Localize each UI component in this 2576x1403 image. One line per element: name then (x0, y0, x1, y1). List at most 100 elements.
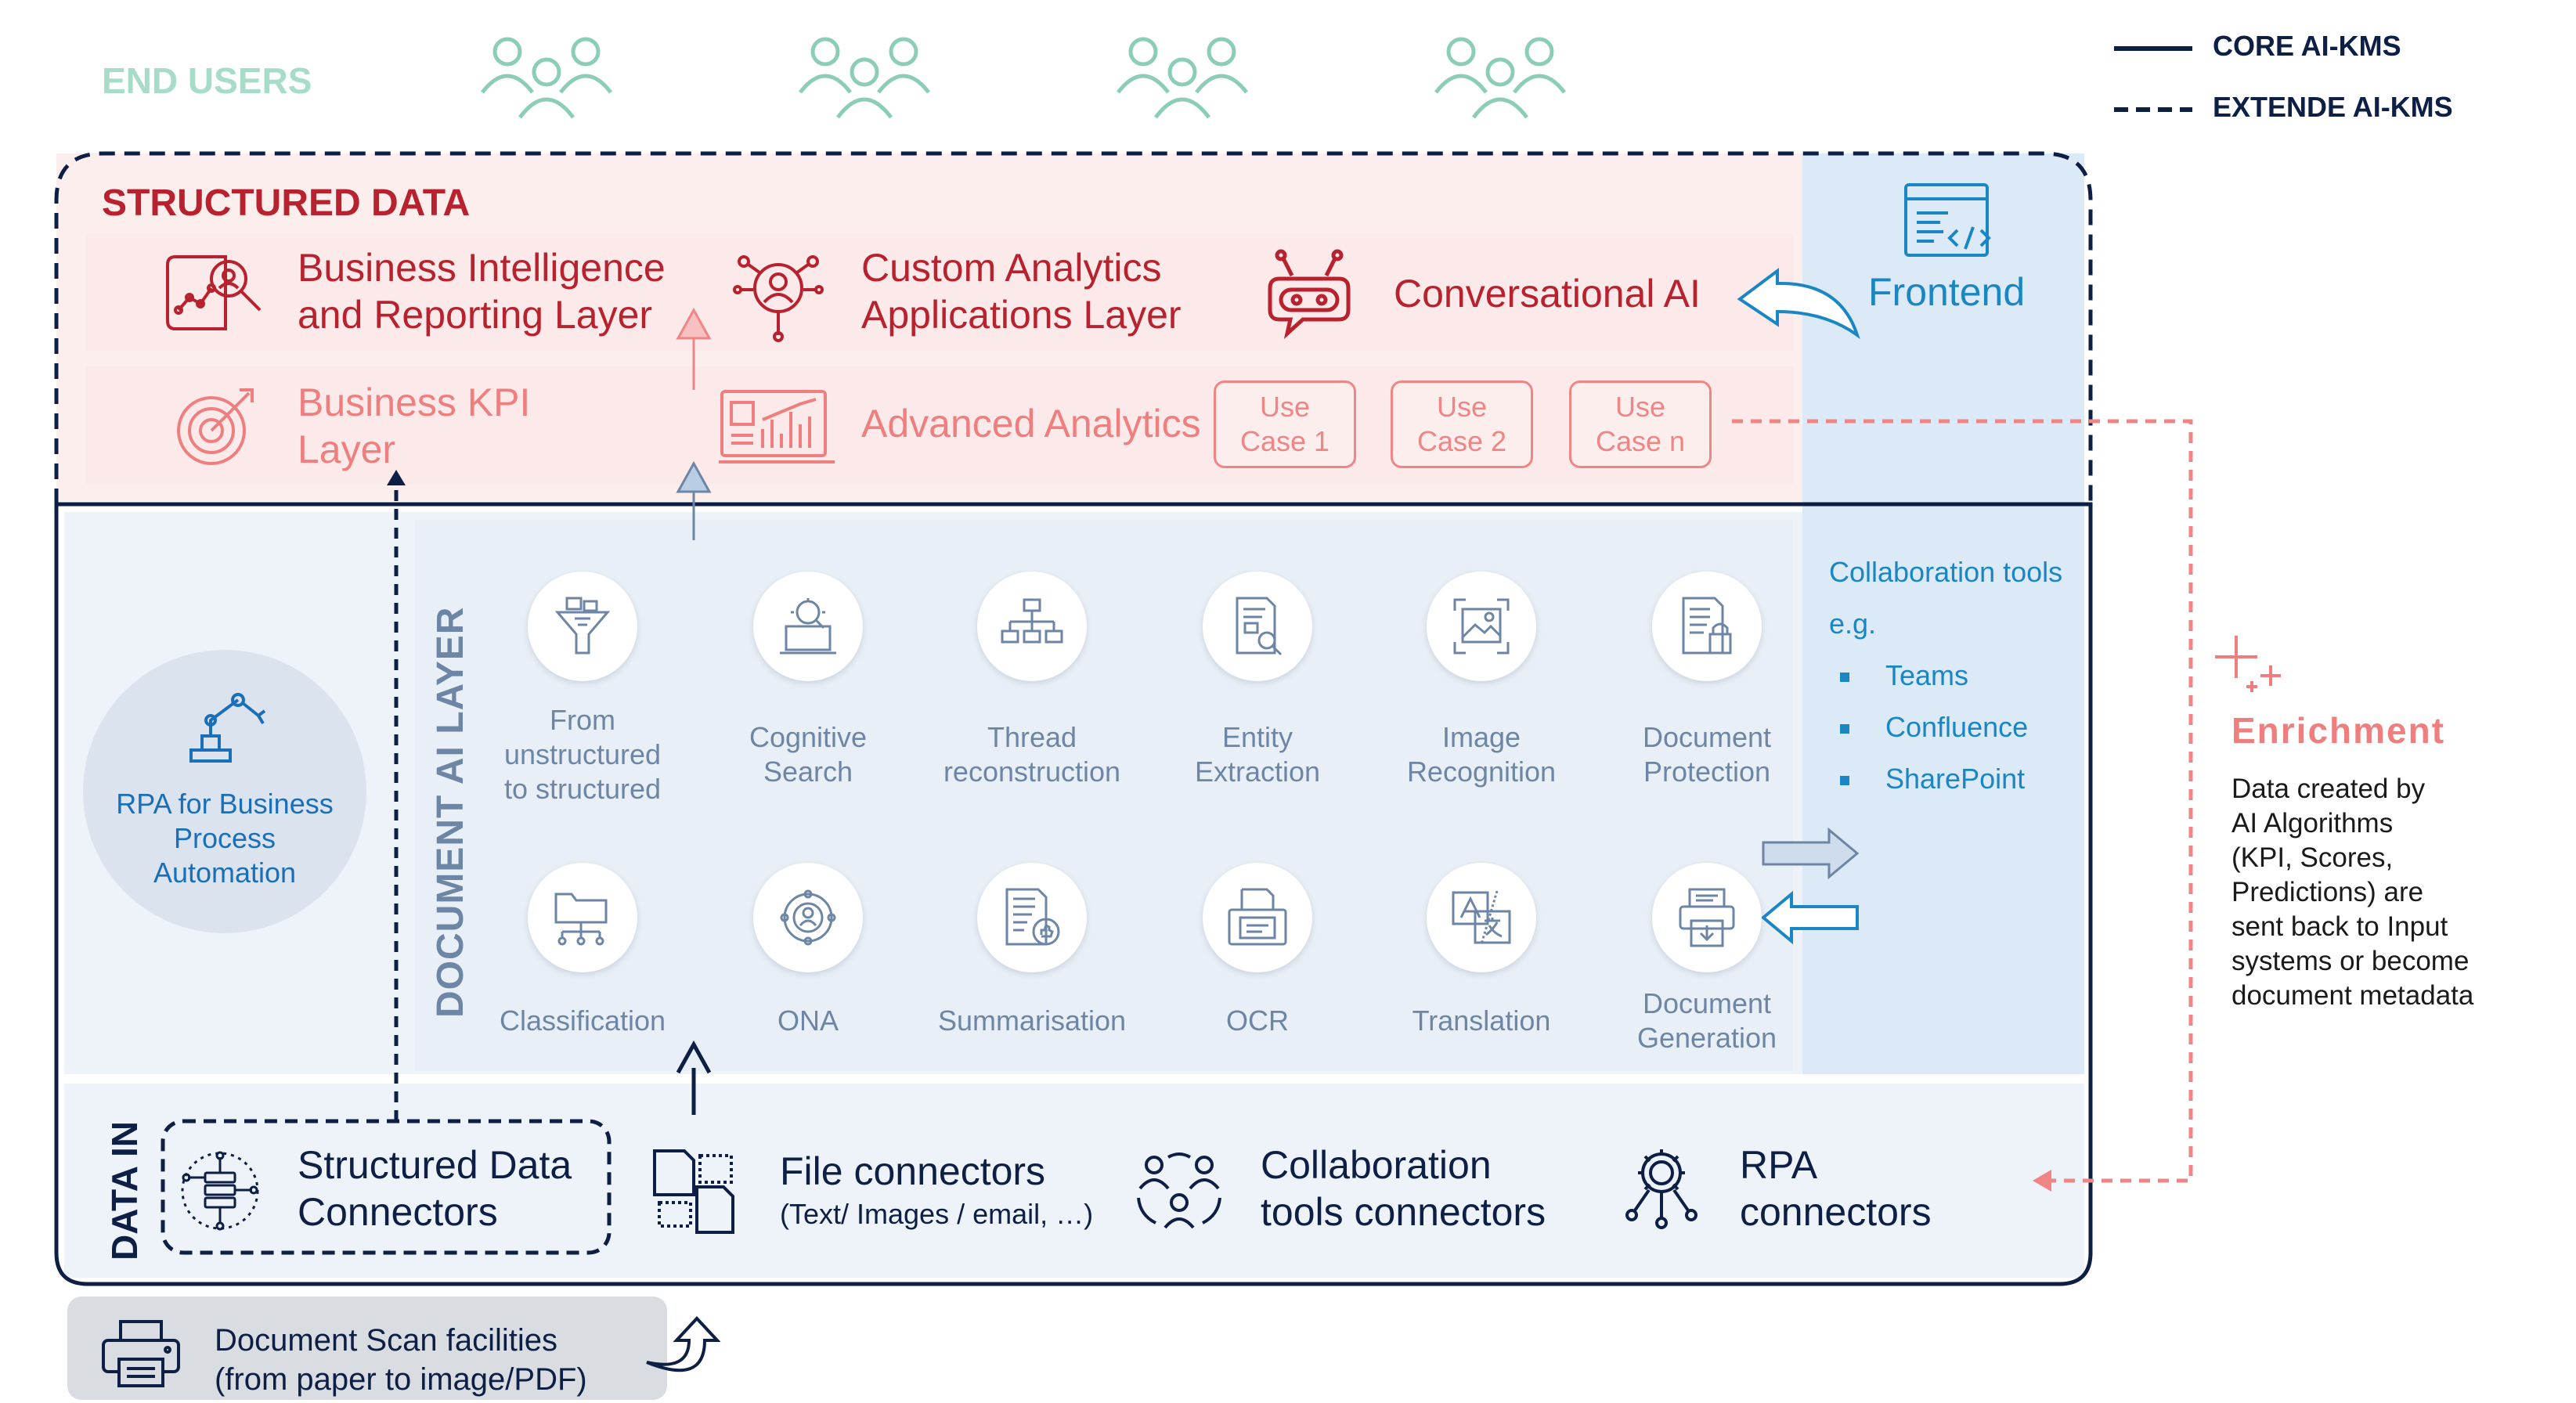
up-arrow-navy (676, 1040, 712, 1115)
database-network-icon (181, 1151, 259, 1231)
structured-connectors-line2: Connectors (298, 1190, 498, 1234)
users-group-icon (1434, 37, 1566, 119)
legend-core-label: CORE AI-KMS (2213, 30, 2401, 62)
service-icon-circle (528, 572, 637, 681)
file-connectors-title: File connectors (780, 1149, 1046, 1193)
robot-arm-icon (189, 693, 266, 763)
users-group-icon (799, 37, 930, 119)
service-label: Translation (1368, 1004, 1595, 1038)
service-label-line: reconstruction (943, 756, 1121, 788)
rpa-connectors-line2: connectors (1740, 1190, 1932, 1234)
service-label-line: Generation (1636, 1022, 1777, 1054)
use-case-line1: Use (1259, 391, 1310, 423)
structured-data-title: STRUCTURED DATA (102, 182, 471, 224)
service-icon-circle (977, 863, 1087, 972)
enrichment-line: Data created by (2231, 774, 2426, 804)
service-label-line: unstructured (503, 738, 662, 770)
structured-connectors-line1: Structured Data (298, 1143, 572, 1187)
structured-connectors-box (161, 1119, 612, 1255)
service-label-line: to structured (503, 773, 662, 805)
collab-tools-title: Collaboration tools (1829, 556, 2063, 588)
core-frame (54, 502, 2093, 1286)
advanced-analytics-label: Advanced Analytics (861, 402, 1201, 445)
left-arrow-from-collab (1760, 890, 1859, 945)
service-label: Classification (469, 1004, 696, 1038)
service-label-line: ONA (777, 1004, 839, 1037)
users-group-icon (1117, 37, 1248, 119)
enrichment-plus-icon (2215, 636, 2281, 692)
service-label-line: Entity (1221, 721, 1293, 753)
right-arrow-to-collab (1762, 827, 1860, 880)
hierarchy-icon (1001, 598, 1063, 644)
rpa-connectors-line1: RPA (1740, 1143, 1818, 1187)
document-ai-layer-title: DOCUMENT AI LAYER (430, 606, 471, 1018)
service-icon-circle (1652, 572, 1762, 681)
use-case-line1: Use (1436, 391, 1487, 423)
scan-line1: Document Scan facilities (215, 1323, 557, 1358)
data-in-background (64, 1084, 2084, 1278)
target-person-icon (733, 255, 824, 342)
custom-analytics-line1: Custom Analytics (861, 246, 1162, 290)
frontend-label: Frontend (1868, 270, 2026, 314)
scan-line2: (from paper to image/PDF) (215, 1362, 587, 1397)
analytics-row-background (86, 233, 1793, 351)
rpa-circle (83, 650, 366, 933)
service-label-line: Protection (1643, 756, 1771, 788)
rpa-line1: RPA for Business (116, 788, 334, 820)
translate-icon (1452, 890, 1511, 945)
scan-curved-arrow (646, 1316, 721, 1372)
printer-icon (102, 1320, 180, 1387)
service-label-line: Cognitive (749, 721, 868, 753)
collab-tool-label: SharePoint (1885, 763, 2026, 795)
service-label: OCR (1144, 1004, 1371, 1038)
enrichment-title: Enrichment (2231, 710, 2446, 751)
service-label-line: Classification (499, 1004, 666, 1037)
document-thumb-icon (1005, 888, 1060, 946)
document-lock-icon (1682, 597, 1732, 655)
collab-tool-label: Teams (1885, 659, 1969, 691)
up-arrow-salmon (676, 307, 712, 390)
enrichment-line: document metadata (2231, 980, 2474, 1011)
legend-extended-label: EXTENDE AI-KMS (2213, 91, 2453, 123)
service-label-line: Recognition (1406, 756, 1557, 788)
service-icon-circle (1427, 863, 1536, 972)
document-search-icon (1236, 597, 1283, 656)
end-users-label: END USERS (102, 60, 312, 101)
use-case-line2: Case 2 (1416, 425, 1507, 457)
up-arrow-blue (676, 460, 712, 540)
service-label-line: Summarisation (937, 1004, 1127, 1037)
team-sync-icon (1137, 1152, 1221, 1229)
bullet-icon (1840, 673, 1849, 683)
kpi-layer-line2: Layer (298, 427, 396, 471)
collab-tools-eg: e.g. (1829, 608, 1877, 640)
network-person-icon (780, 889, 836, 946)
service-label: Summarisation (918, 1004, 1145, 1038)
service-icon-circle (1427, 572, 1536, 681)
service-label-line: From (550, 704, 615, 736)
enrichment-arrowhead (2033, 1170, 2051, 1192)
rpa-line2: Process (173, 822, 276, 854)
service-label-line: Search (763, 756, 853, 788)
service-icon-circle (977, 572, 1087, 681)
rpa-line3: Automation (153, 857, 297, 889)
chatbot-icon (1268, 249, 1351, 340)
collab-connectors-line1: Collaboration (1261, 1143, 1492, 1187)
service-label-line: Translation (1412, 1004, 1551, 1037)
bi-layer-line2: and Reporting Layer (298, 293, 653, 337)
enrichment-line: sent back to Input (2231, 911, 2448, 942)
target-icon (177, 388, 254, 465)
gear-network-icon (1625, 1149, 1697, 1229)
file-connectors-subtitle: (Text/ Images / email, …) (780, 1198, 1094, 1230)
users-group-icon (481, 37, 612, 119)
enrichment-line: AI Algorithms (2231, 808, 2394, 839)
file-copy-icon (653, 1149, 734, 1234)
service-icon-circle (1652, 863, 1762, 972)
use-case-line1: Use (1615, 391, 1665, 423)
